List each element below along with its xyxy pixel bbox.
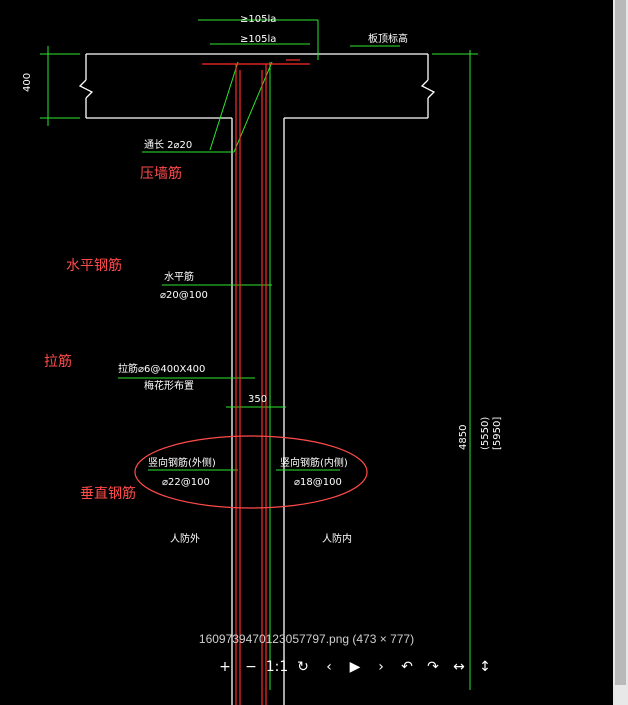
image-caption: 1609739470123057797.png (473 × 777) [198,632,415,646]
vertical-left-spec: ⌀22@100 [162,477,210,488]
wall-thickness: 350 [248,394,267,405]
annotation-tie-bar: 拉筋 [44,353,72,370]
rotate-button[interactable]: ↻ [297,659,309,675]
fit-height-button[interactable]: ↕ [479,659,491,675]
actual-size-button[interactable]: 1:1 [265,659,289,675]
tie-bar-spec: 拉筋⌀6@400X400 [118,362,205,375]
right-side-label: 人防内 [322,532,352,545]
vertical-right-spec: ⌀18@100 [294,477,342,488]
image-viewer: ≥105la ≥105la 400 板顶标高 通长 2⌀20 水平筋 ⌀20@1… [0,0,613,705]
play-button[interactable]: ▶ [349,659,361,675]
annotation-vertical-bar: 垂直钢筋 [80,485,136,502]
vertical-left-title: 竖向钢筋(外侧) [148,456,216,469]
zoom-out-button[interactable]: − [245,659,257,675]
scrollbar-thumb[interactable] [615,0,626,685]
redo-button[interactable]: ↷ [427,659,439,675]
horizontal-bar-title: 水平筋 [164,270,194,283]
vertical-right-title: 竖向钢筋(内侧) [280,456,348,469]
previous-button[interactable]: ‹ [326,659,332,675]
right-dim-c: [5950] [492,417,503,450]
tie-bar-note: 梅花形布置 [144,379,194,392]
left-side-label: 人防外 [170,532,200,545]
zoom-in-button[interactable]: + [219,659,231,675]
dim-top-outer: ≥105la [240,14,276,25]
through-length-label: 通长 2⌀20 [144,139,192,151]
annotation-press-wall-bar: 压墙筋 [140,165,182,182]
viewer-toolbar: + − 1:1 ↻ ‹ ▶ › ↶ ↷ ↔ ↕ [212,657,498,677]
annotation-horizontal-bar: 水平钢筋 [66,257,122,274]
elevation-label: 板顶标高 [368,32,408,45]
dim-top-inner: ≥105la [240,34,276,45]
vertical-bar-highlight-ellipse [134,435,368,509]
dim-left: 400 [22,73,33,92]
right-dim-a: 4850 [458,425,469,450]
dimension-lines [40,19,478,690]
horizontal-bar-spec: ⌀20@100 [160,290,208,301]
slab-outline [78,53,436,705]
fit-width-button[interactable]: ↔ [453,659,465,675]
right-dim-b: (5550) [480,417,491,450]
cad-drawing: ≥105la ≥105la 400 板顶标高 通长 2⌀20 水平筋 ⌀20@1… [22,14,503,705]
rebar-lines [202,59,310,705]
undo-button[interactable]: ↶ [401,659,413,675]
next-button[interactable]: › [378,659,384,675]
